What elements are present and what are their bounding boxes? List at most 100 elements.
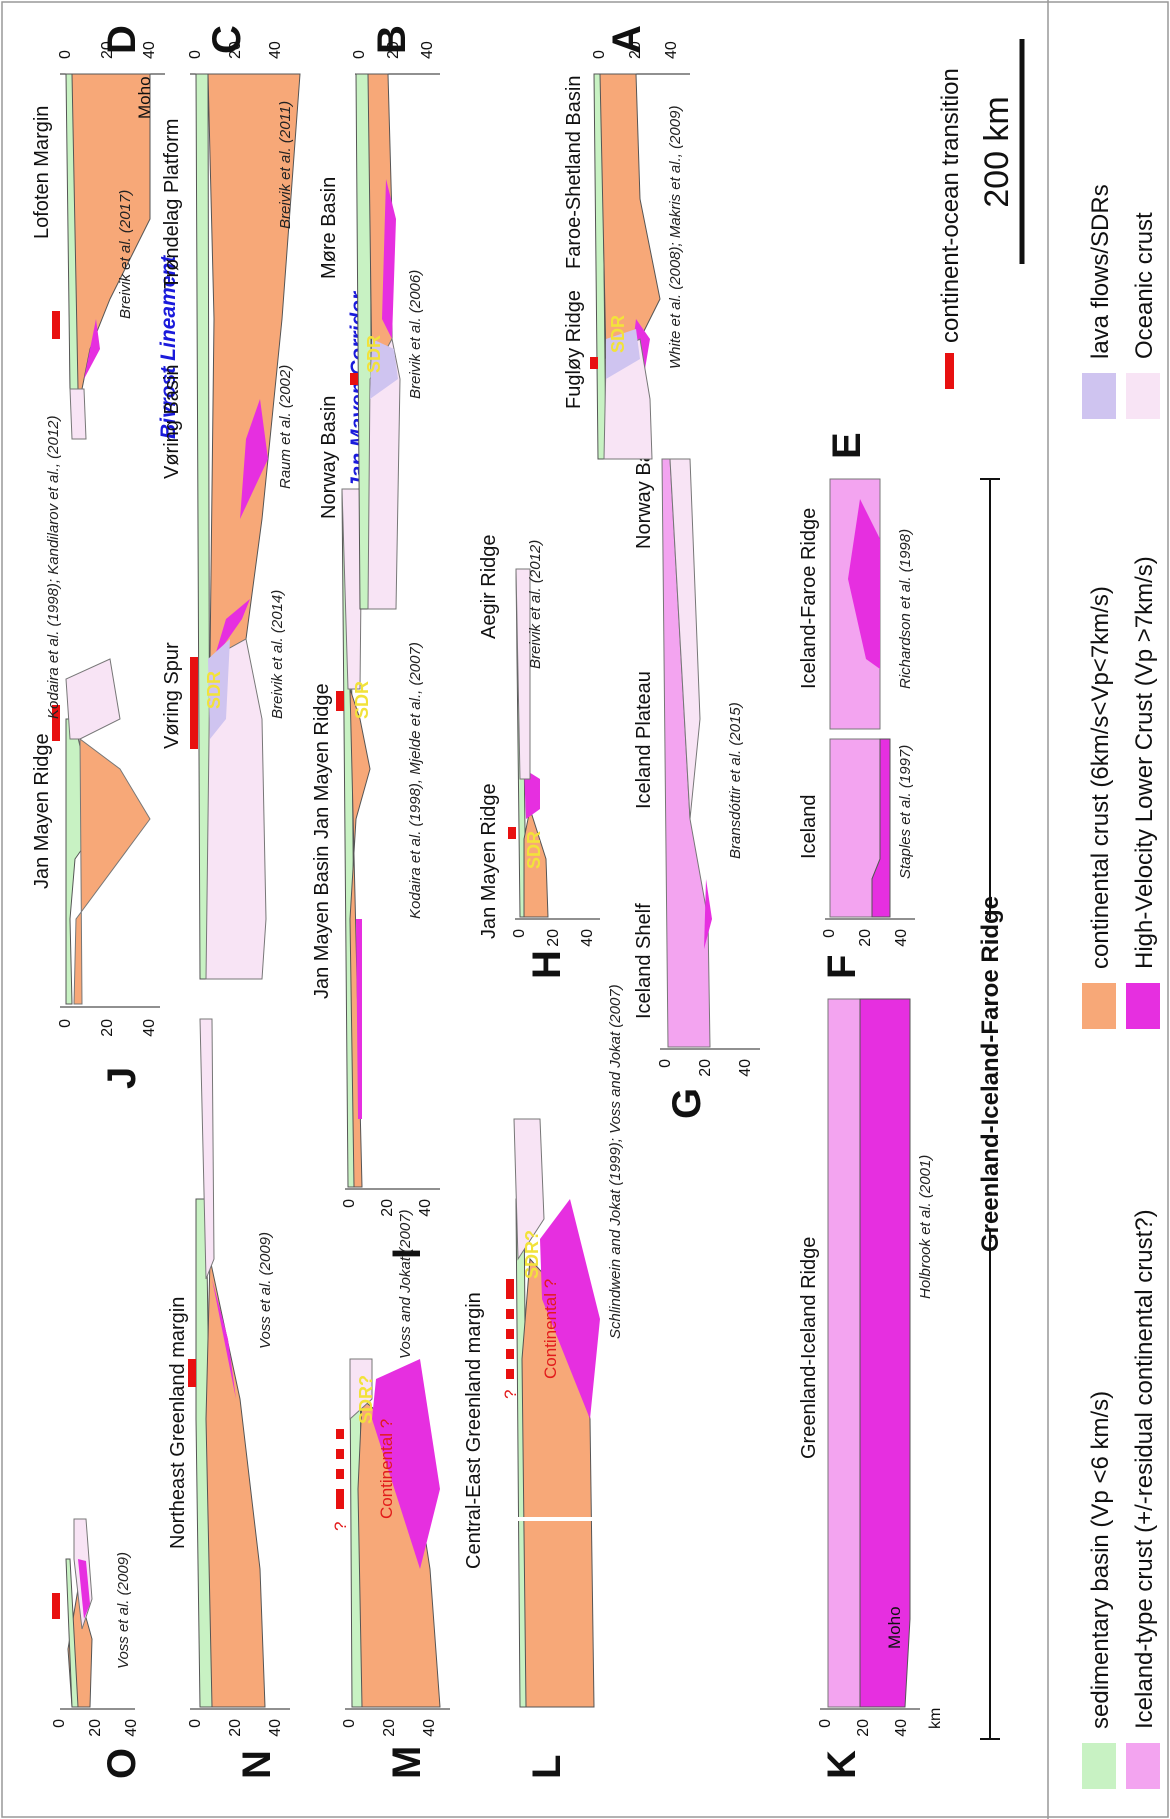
- oceanic-crust-L: [513, 1118, 545, 1261]
- hvlc-K: [859, 998, 911, 1708]
- tick-J-0: 0: [57, 1019, 74, 1028]
- scale-bar: 200 km: [978, 39, 1025, 264]
- tick-F-40: 40: [893, 929, 910, 947]
- gifr-label: Greenland-Iceland-Faroe Ridge: [977, 896, 1004, 1252]
- panel-M: M 0 20 40 ? SDR? Continental ? Central-E…: [331, 1209, 485, 1779]
- tick-A-0: 0: [591, 50, 608, 59]
- title-J: Jan Mayen Ridge: [31, 733, 53, 889]
- oceanic-crust-J: [65, 658, 121, 740]
- title-K: Greenland-Iceland Ridge: [798, 1237, 820, 1459]
- panel-letter-L: L: [525, 1755, 569, 1779]
- legend-continental: continental crust (6km/s<Vp<7km/s): [1087, 586, 1114, 969]
- citation-I: Kodaira et al. (1998), Mjelde et al., (2…: [407, 642, 424, 919]
- legend-swatch-lava: [1082, 373, 1116, 419]
- panel-L: L ? SDR? Continental ? Schlindwein and J…: [501, 984, 624, 1779]
- hvlc-N: [212, 1279, 236, 1399]
- citation-H: Breivik et al. (2012): [527, 540, 544, 669]
- sdr-H: SDR: [524, 831, 544, 869]
- bivrost-lineament-label: Bivrost Lineament: [157, 255, 180, 439]
- citation-E: Richardson et al. (1998): [897, 529, 914, 689]
- sdr-A: SDR: [608, 315, 628, 353]
- panel-D: D 0 20 40 Lofoten Margin Moho Breivik et…: [31, 25, 165, 440]
- cot-marker-M-1: [336, 1489, 344, 1509]
- citation-O: Voss et al. (2009): [115, 1552, 132, 1669]
- oceanic-crust-B: [367, 337, 401, 610]
- cot-marker-L-1: [506, 1369, 514, 1379]
- tick-O-20: 20: [87, 1719, 104, 1737]
- cot-marker-L-4: [506, 1309, 514, 1319]
- tick-I-0: 0: [341, 1199, 358, 1208]
- panel-letter-K: K: [820, 1750, 864, 1779]
- panel-letter-D: D: [100, 25, 144, 54]
- citation-F: Staples et al. (1997): [897, 745, 914, 879]
- citation-G: Bransdóttir et al. (2015): [727, 702, 744, 859]
- title-C-3: Trøndelag Platform: [161, 119, 183, 289]
- tick-K-0: 0: [817, 1719, 834, 1728]
- continental-crust-N: [205, 1258, 266, 1708]
- panel-I: I 0 20 40 SDR Jan Mayen Basin Jan Mayen …: [311, 488, 440, 1259]
- legend: sedimentary basin (Vp <6 km/s) Iceland-t…: [1082, 184, 1160, 1789]
- continental-crust-D: [67, 73, 151, 390]
- panel-letter-H: H: [525, 950, 569, 979]
- tick-C-20: 20: [227, 41, 244, 59]
- citation-J: Kodaira et al. (1998); Kandilarov et al.…: [45, 415, 62, 719]
- hvlc-E: [848, 499, 880, 669]
- oceanic-crust-G: [669, 458, 701, 820]
- oceanic-crust-M: [349, 1358, 373, 1421]
- title-F: Iceland: [798, 795, 820, 860]
- tick-H-40: 40: [579, 929, 596, 947]
- cot-marker-L-5: [506, 1279, 514, 1299]
- lava-C: [208, 639, 230, 739]
- title-G-2: Iceland Plateau: [633, 671, 655, 809]
- citation-C-2: Raum et al. (2002): [277, 365, 294, 489]
- sdr-L: SDR?: [522, 1230, 542, 1279]
- moho-D: Moho: [135, 76, 154, 119]
- citation-L: Schlindwein and Jokat (1999); Voss and J…: [607, 984, 624, 1339]
- iceland-crust-K: [827, 998, 861, 1708]
- tick-M-20: 20: [381, 1719, 398, 1737]
- sdr-B: SDR: [364, 335, 384, 373]
- title-D: Lofoten Margin: [31, 106, 53, 239]
- tick-G-40: 40: [737, 1059, 754, 1077]
- citation-B: Breivik et al. (2006): [407, 270, 424, 399]
- tick-B-40: 40: [419, 41, 436, 59]
- panel-E: E Iceland-Faroe Ridge Richardson et al. …: [798, 432, 914, 730]
- continental-crust-J: [73, 737, 151, 1005]
- tick-J-40: 40: [141, 1019, 158, 1037]
- hvlc-I: [356, 919, 362, 1119]
- tick-N-20: 20: [227, 1719, 244, 1737]
- panel-letter-A: A: [605, 25, 649, 54]
- tick-C-0: 0: [187, 50, 204, 59]
- title-H: Jan Mayen Ridge: [478, 783, 500, 939]
- title-B: Norway Basin: [318, 396, 340, 519]
- tick-N-40: 40: [267, 1719, 284, 1737]
- tick-N-0: 0: [187, 1719, 204, 1728]
- moho-K: Moho: [885, 1606, 904, 1649]
- tick-O-0: 0: [51, 1719, 68, 1728]
- tick-O-40: 40: [123, 1719, 140, 1737]
- hvlc-B: [382, 179, 396, 339]
- legend-swatch-hvlc: [1126, 983, 1160, 1029]
- cot-marker-A: [590, 357, 598, 369]
- panel-letter-M: M: [385, 1746, 429, 1779]
- cot-marker-M-2: [336, 1469, 344, 1479]
- cot-marker-L-3: [506, 1329, 514, 1339]
- cot-marker-O: [52, 1593, 60, 1619]
- panel-letter-B: B: [370, 25, 414, 54]
- oceanic-crust-N: [199, 1018, 215, 1280]
- continental-crust-C: [207, 73, 301, 660]
- hvlc-H: [524, 769, 540, 819]
- tick-M-40: 40: [421, 1719, 438, 1737]
- tick-K-40: 40: [893, 1719, 910, 1737]
- panel-J: J 0 20 40 Jan Mayen Ridge Kodaira et al.…: [31, 415, 160, 1089]
- citation-C-3: Breivik et al. (2011): [277, 101, 294, 229]
- tick-I-20: 20: [379, 1199, 396, 1217]
- sdr-C: SDR: [204, 671, 224, 709]
- panel-H: H 0 20 40 SDR Jan Mayen Ridge Aegir Ridg…: [478, 534, 600, 979]
- cot-marker-C: [190, 657, 198, 749]
- legend-lava: lava flows/SDRs: [1087, 184, 1114, 359]
- cot-marker-N: [188, 1359, 196, 1387]
- tick-H-0: 0: [511, 929, 528, 938]
